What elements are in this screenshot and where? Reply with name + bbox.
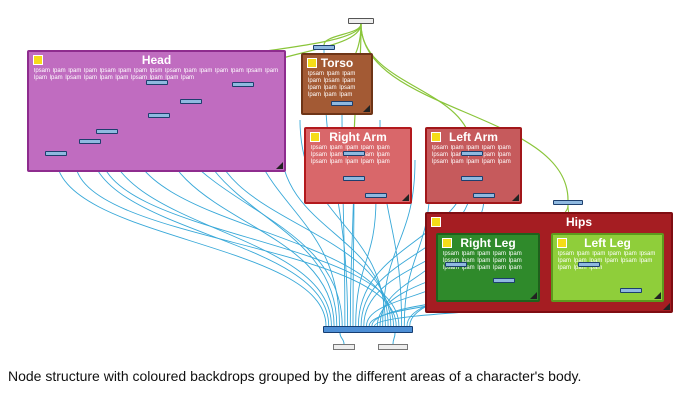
backdrop-torso-description: lpsam lpam lpam lpam lpsam lpam lpam lpa… — [308, 71, 356, 98]
node[interactable] — [45, 151, 67, 156]
wire — [89, 143, 330, 327]
node[interactable] — [79, 139, 101, 144]
node[interactable] — [331, 101, 353, 106]
backdrop-left-leg-title: Left Leg — [584, 236, 631, 250]
display-node[interactable] — [333, 344, 355, 350]
backdrop-left-leg-swatch — [557, 238, 567, 248]
node-view: Head lpsam lpam lpam lpam lpsam lpam lpa… — [27, 18, 673, 350]
wire — [55, 155, 327, 327]
wire — [339, 332, 345, 345]
node[interactable] — [146, 80, 168, 85]
backdrop-head-description: lpsam lpam lpam lpam lpsam lpam lpam lps… — [34, 68, 279, 81]
node[interactable] — [493, 278, 515, 283]
wire — [74, 159, 397, 327]
node[interactable] — [461, 176, 483, 181]
node[interactable] — [313, 45, 335, 50]
hips-peg-node[interactable] — [553, 200, 583, 205]
node[interactable] — [578, 262, 600, 267]
write-node[interactable] — [378, 344, 408, 350]
backdrop-resize-handle[interactable] — [276, 162, 283, 169]
backdrop-right-leg-description: lpsam lpam lpam lpam lpam lpsam lpam lpa… — [443, 251, 522, 271]
wire — [355, 197, 377, 327]
backdrop-resize-handle[interactable] — [512, 194, 519, 201]
wire — [392, 332, 396, 345]
backdrop-head[interactable]: Head lpsam lpam lpam lpam lpsam lpam lpa… — [27, 50, 286, 172]
top-peg-node[interactable] — [348, 18, 374, 24]
backdrop-resize-handle[interactable] — [363, 105, 370, 112]
backdrop-right-leg[interactable]: Right Leg lpsam lpam lpam lpam lpam lpsa… — [436, 233, 540, 302]
node[interactable] — [445, 262, 467, 267]
backdrop-torso-swatch — [307, 58, 317, 68]
node[interactable] — [343, 176, 365, 181]
backdrop-left-leg-description: lpsam lpam lpam lpam lpam lpsam lpam lpa… — [558, 251, 656, 271]
backdrop-left-arm-title: Left Arm — [449, 130, 498, 144]
backdrop-head-title: Head — [141, 53, 172, 67]
backdrop-right-leg-title: Right Leg — [460, 236, 516, 250]
backdrop-right-arm-title: Right Arm — [329, 130, 387, 144]
node[interactable] — [461, 151, 483, 156]
node[interactable] — [473, 193, 495, 198]
wire — [99, 149, 400, 327]
backdrop-left-leg[interactable]: Left Leg lpsam lpam lpam lpam lpam lpsam… — [551, 233, 664, 302]
node[interactable] — [620, 288, 642, 293]
backdrop-head-swatch — [33, 55, 43, 65]
backdrop-hips-swatch — [431, 217, 441, 227]
backdrop-right-leg-swatch — [442, 238, 452, 248]
node[interactable] — [365, 193, 387, 198]
node[interactable] — [96, 129, 118, 134]
composite-node[interactable] — [323, 326, 413, 333]
node[interactable] — [180, 99, 202, 104]
backdrop-right-arm-swatch — [310, 132, 320, 142]
backdrop-resize-handle[interactable] — [663, 303, 670, 310]
wire — [382, 159, 416, 327]
backdrop-resize-handle[interactable] — [530, 292, 537, 299]
node[interactable] — [343, 151, 365, 156]
backdrop-torso-title: Torso — [320, 56, 354, 70]
node[interactable] — [148, 113, 170, 118]
backdrop-left-arm-swatch — [431, 132, 441, 142]
backdrop-right-arm[interactable]: Right Arm lpsam lpam lpam lpam lpam lpsa… — [304, 127, 412, 204]
node[interactable] — [232, 82, 254, 87]
backdrop-hips-title: Hips — [565, 215, 592, 229]
backdrop-resize-handle[interactable] — [654, 292, 661, 299]
figure-caption: Node structure with coloured backdrops g… — [8, 368, 582, 384]
backdrop-resize-handle[interactable] — [402, 194, 409, 201]
